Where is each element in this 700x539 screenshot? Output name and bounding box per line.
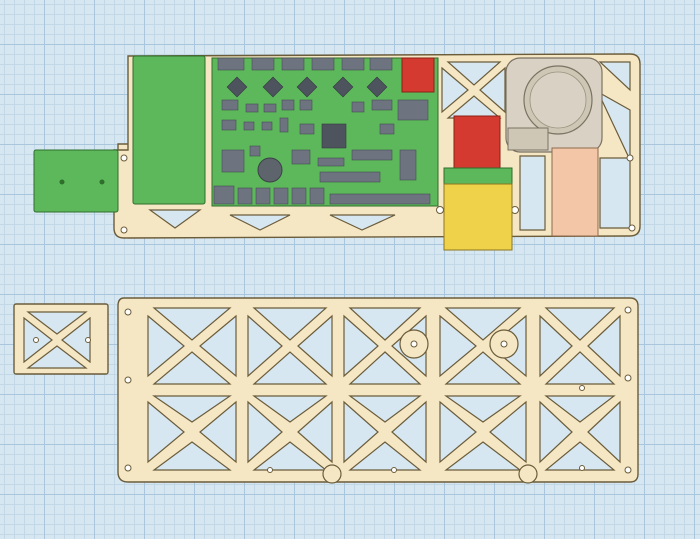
red-relay-block[interactable] <box>453 115 501 169</box>
board-top-connectors <box>217 57 393 71</box>
passive-components <box>221 99 429 135</box>
bare-lattice-plate[interactable] <box>13 297 639 484</box>
red-terminal-block[interactable] <box>401 57 435 93</box>
mcu-chip <box>321 123 347 149</box>
tan-buck-module[interactable] <box>551 147 599 237</box>
yellow-buck-converter[interactable] <box>443 167 513 251</box>
board-bottom-connectors <box>213 185 431 205</box>
expansion-card[interactable] <box>132 55 206 205</box>
control-board[interactable] <box>211 57 439 207</box>
blower-fan[interactable] <box>505 57 603 153</box>
lattice-mount-holes <box>124 306 632 484</box>
lattice-bottom-row-cutouts <box>147 395 621 471</box>
capacitor <box>257 157 283 183</box>
power-module[interactable] <box>33 149 119 213</box>
side-bracket[interactable] <box>13 303 109 375</box>
board-lower-components <box>221 145 417 183</box>
mounted-plate-assembly[interactable] <box>33 53 641 251</box>
lattice-top-row-cutouts <box>147 307 621 385</box>
assembly-mount-holes <box>120 154 636 234</box>
stepper-driver-chips <box>226 76 388 98</box>
